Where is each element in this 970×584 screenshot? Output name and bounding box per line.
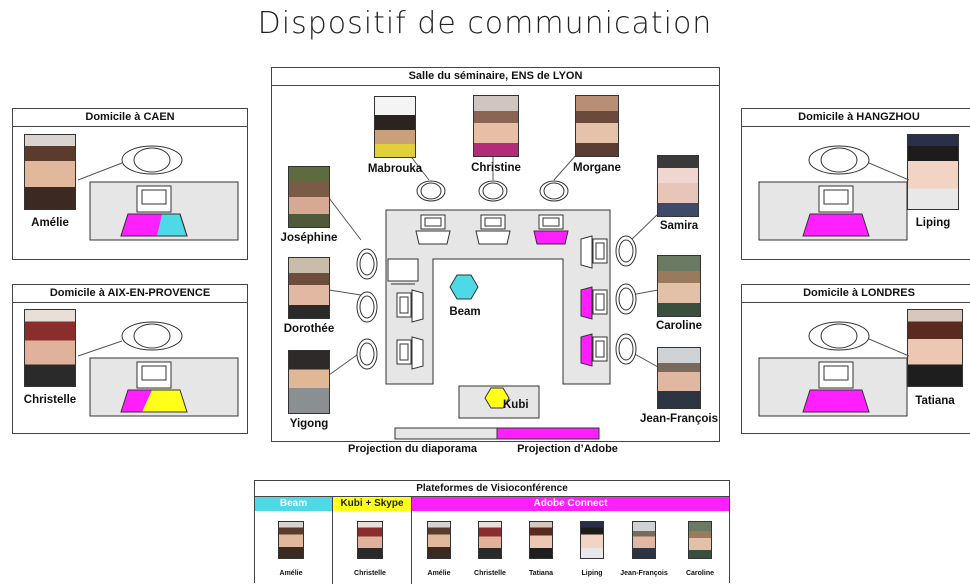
name-jean-francois: Jean-François — [640, 413, 718, 425]
projection-slides-label: Projection du diaporama — [348, 443, 477, 455]
name-christine: Christine — [471, 162, 521, 174]
laptop-christine — [475, 214, 511, 245]
kubi-hexagon — [484, 387, 510, 409]
thumb-beam-amelie — [278, 521, 304, 559]
photo-christine — [473, 95, 519, 157]
label-adobe-tatiana: Tatiana — [529, 570, 553, 577]
photo-caroline — [657, 255, 701, 317]
label-adobe-amelie: Amélie — [427, 570, 451, 577]
platforms-table: Plateformes de Visioconférence Beam Kubi… — [254, 480, 730, 584]
seminar-room-diagram — [328, 153, 659, 440]
photo-josephine — [288, 166, 330, 228]
label-adobe-christelle: Christelle — [474, 570, 506, 577]
photo-mabrouka — [374, 96, 416, 158]
home-aix-desk — [77, 321, 239, 417]
photo-amelie — [24, 134, 76, 210]
name-tatiana: Tatiana — [915, 395, 955, 407]
label-adobe-caroline: Caroline — [685, 570, 714, 577]
beam-hexagon — [449, 274, 479, 300]
page-title: Dispositif de communication — [257, 6, 713, 41]
home-londres-desk — [758, 321, 910, 417]
name-morgane: Morgane — [573, 162, 621, 174]
projection-adobe-label: Projection d’Adobe — [517, 443, 618, 455]
photo-jean-francois — [657, 347, 701, 409]
photo-dorothee — [288, 257, 330, 319]
thumb-kubi-christelle — [357, 521, 383, 559]
beam-label: Beam — [449, 306, 481, 318]
monitor — [387, 258, 419, 282]
name-caroline: Caroline — [655, 320, 702, 332]
name-yigong: Yigong — [289, 418, 329, 430]
home-caen-header: Domicile à CAEN — [13, 109, 247, 127]
photo-tatiana — [907, 309, 963, 387]
label-kubi-christelle: Christelle — [354, 570, 386, 577]
name-josephine: Joséphine — [280, 232, 338, 244]
photo-morgane — [575, 95, 619, 157]
thumb-adobe-jean-francois — [632, 521, 656, 559]
photo-yigong — [288, 350, 330, 414]
home-caen-desk — [77, 145, 239, 241]
home-aix-header: Domicile à AIX-EN-PROVENCE — [13, 285, 247, 303]
thumb-adobe-tatiana — [529, 521, 553, 559]
name-samira: Samira — [659, 220, 699, 232]
name-mabrouka: Mabrouka — [367, 163, 423, 175]
home-londres-header: Domicile à LONDRES — [742, 285, 970, 303]
u-table — [385, 209, 611, 385]
photo-samira — [657, 155, 699, 217]
kubi-label: Kubi — [503, 399, 529, 411]
label-adobe-liping: Liping — [581, 570, 603, 577]
name-amelie: Amélie — [31, 217, 69, 229]
name-dorothee: Dorothée — [283, 323, 335, 335]
label-adobe-jean-francois: Jean-François — [620, 570, 668, 577]
thumb-adobe-liping — [580, 521, 604, 559]
name-christelle: Christelle — [23, 394, 77, 406]
thumb-adobe-caroline — [688, 521, 712, 559]
seminar-room-header: Salle du séminaire, ENS de LYON — [272, 68, 719, 86]
platform-kubi-header: Kubi + Skype — [333, 497, 412, 511]
laptop-mabrouka — [415, 214, 451, 245]
platform-adobe-header: Adobe Connect — [412, 497, 729, 511]
name-liping: Liping — [915, 217, 951, 229]
platform-beam-header: Beam — [255, 497, 333, 511]
thumb-adobe-christelle — [478, 521, 502, 559]
home-hangzhou-header: Domicile à HANGZHOU — [742, 109, 970, 127]
projection-slides-bar — [394, 427, 498, 440]
thumb-adobe-amelie — [427, 521, 451, 559]
home-hangzhou-desk — [758, 145, 910, 241]
label-beam-amelie: Amélie — [279, 570, 303, 577]
projection-adobe-bar — [496, 427, 600, 440]
laptop-morgane — [533, 214, 569, 245]
platforms-header: Plateformes de Visioconférence — [255, 481, 729, 497]
photo-liping — [907, 134, 959, 210]
photo-christelle — [24, 309, 76, 387]
